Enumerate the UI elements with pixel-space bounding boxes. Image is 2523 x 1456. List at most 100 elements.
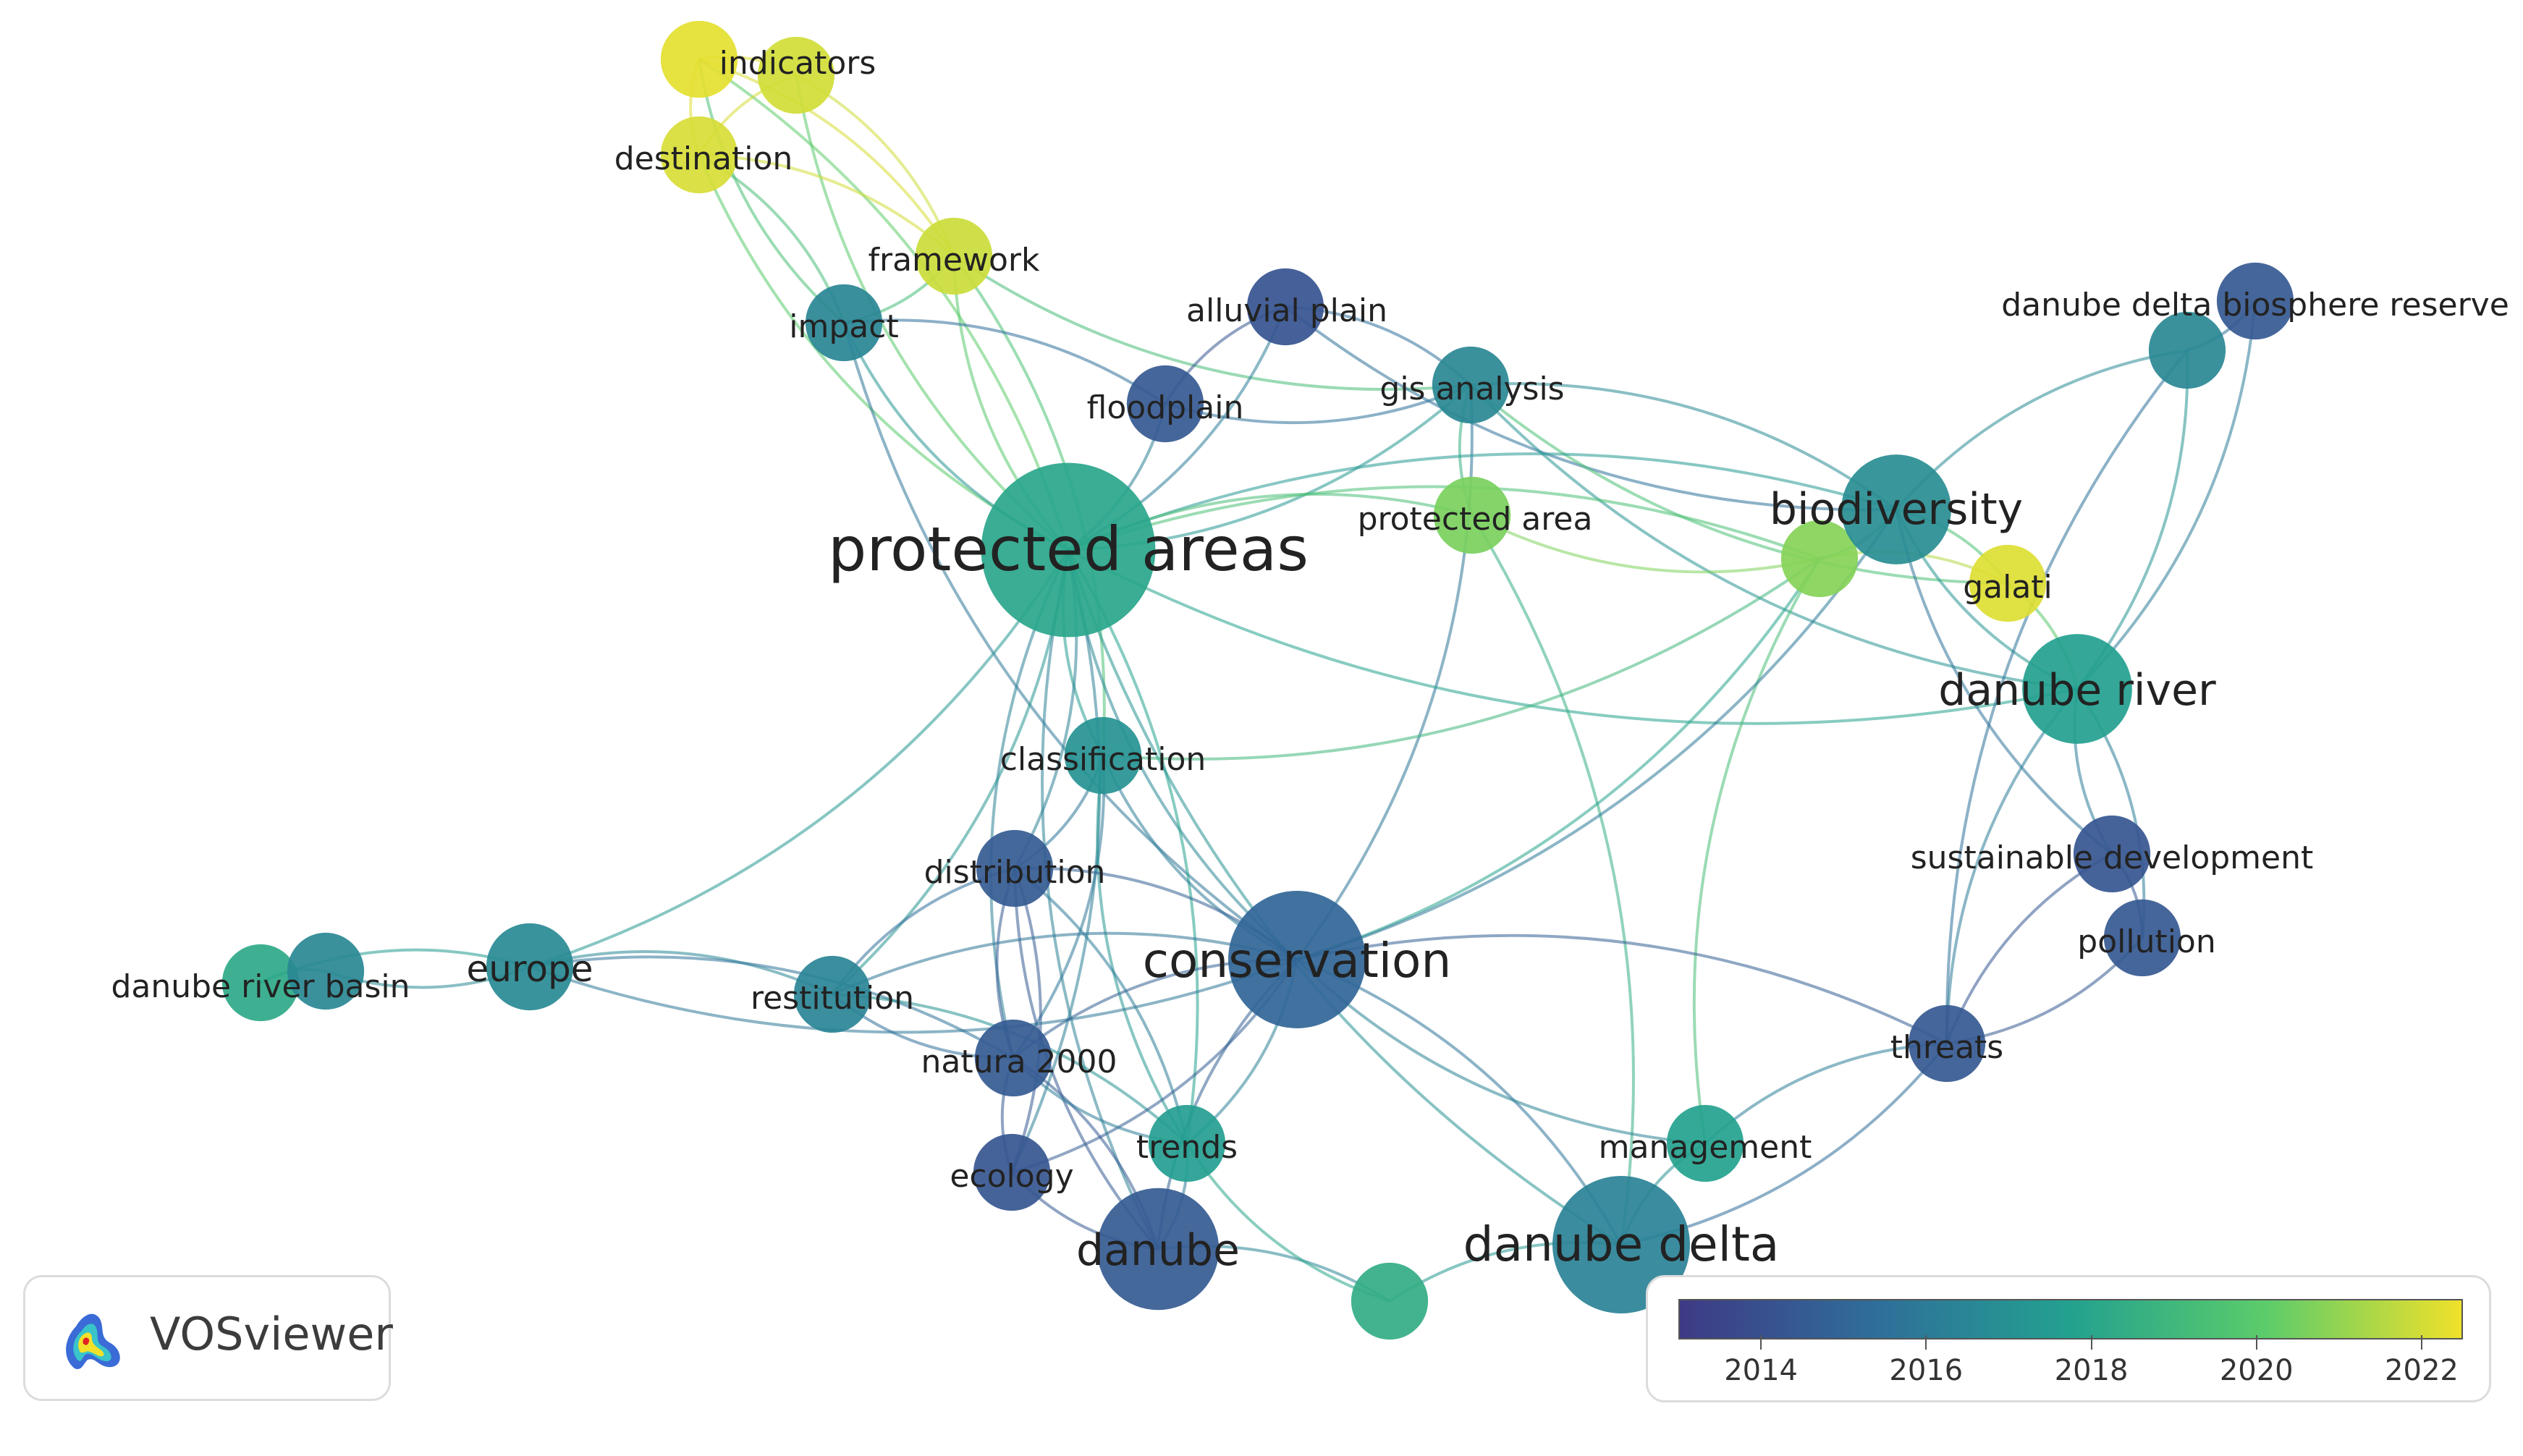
node-floodplain[interactable]	[1126, 365, 1204, 443]
edge-distribution-ecology	[1010, 868, 1042, 1173]
label-destination: destination	[614, 140, 793, 177]
node-danube[interactable]	[1096, 1188, 1220, 1311]
node-conservation[interactable]	[1228, 891, 1366, 1028]
node-alluvial-plain[interactable]	[1246, 268, 1324, 346]
label-danube-river: danube river	[1938, 665, 2216, 716]
label-natura-2000: natura 2000	[921, 1044, 1117, 1080]
edge-impact-floodplain	[843, 318, 1167, 405]
label-classification: classification	[1000, 741, 1206, 778]
label-europe: europe	[467, 948, 593, 990]
edge-indicators-framework	[698, 58, 955, 258]
node-protected-area[interactable]	[1433, 476, 1511, 554]
label-protected-areas: protected areas	[828, 514, 1309, 585]
edge-gis-analysis-danube-river	[1469, 384, 2078, 690]
node-danube-delta-biosphere-reserve[interactable]	[2216, 262, 2294, 340]
vosviewer-logo-text: VOSviewer	[150, 1308, 393, 1360]
node-destination[interactable]	[660, 116, 738, 194]
node-trends[interactable]	[1148, 1104, 1226, 1182]
vosviewer-logo-icon	[66, 1313, 120, 1369]
edge-framework-gis-analysis	[952, 255, 1471, 391]
edge-indicators-protected-areas	[698, 58, 1070, 551]
label-threats: threats	[1890, 1029, 2003, 1066]
node-danube-river[interactable]	[2022, 634, 2132, 744]
label-protected-area: protected area	[1358, 501, 1593, 538]
legend-tick-label: 2020	[2219, 1354, 2294, 1387]
legend-tick-label: 2016	[1889, 1354, 1964, 1387]
edge-green-node-conservation	[1296, 557, 1821, 961]
edge-protected-areas-europe	[529, 549, 1070, 968]
edge-protected-areas-biodiversity	[1068, 452, 1897, 551]
label-restitution: restitution	[751, 980, 914, 1017]
label-sustainable-development: sustainable development	[1911, 839, 2314, 876]
node-ddbr-teal[interactable]	[2148, 311, 2226, 389]
node-biodiversity[interactable]	[1841, 454, 1951, 564]
node-protected-areas[interactable]	[981, 462, 1156, 638]
node-pollution[interactable]	[2103, 899, 2181, 977]
label-danube: danube	[1076, 1225, 1240, 1276]
edge-green-node-classification	[1102, 557, 1821, 761]
node-drb-teal[interactable]	[287, 932, 365, 1010]
label-danube-river-basin: danube river basin	[111, 968, 410, 1005]
legend-tick-label: 2014	[1724, 1354, 1798, 1387]
node-restitution[interactable]	[793, 955, 871, 1033]
label-impact: impact	[789, 308, 898, 345]
edge-biodiversity-sustainable-development	[1895, 509, 2113, 855]
node-framework[interactable]	[915, 217, 993, 295]
label-pollution: pollution	[2077, 923, 2215, 960]
legend-tick-mark	[2090, 1335, 2092, 1350]
legend-tick-mark	[1925, 1335, 1927, 1350]
node-natura-2000[interactable]	[974, 1019, 1052, 1097]
node-ecology[interactable]	[973, 1133, 1051, 1211]
node-distribution[interactable]	[976, 829, 1054, 907]
label-distribution: distribution	[924, 854, 1106, 891]
node-sustainable-development[interactable]	[2073, 815, 2151, 893]
node-threats[interactable]	[1908, 1004, 1986, 1083]
legend-tick-mark	[1760, 1335, 1762, 1350]
label-galati: galati	[1963, 569, 2053, 606]
label-layer: indicators destination framework impact allu…	[111, 45, 2509, 1276]
label-indicators: indicators	[719, 45, 876, 82]
label-biodiversity: biodiversity	[1770, 484, 2023, 535]
edge-floodplain-gis-analysis	[1165, 384, 1471, 425]
legend-tick-label: 2022	[2385, 1354, 2459, 1387]
label-conservation: conservation	[1143, 933, 1452, 989]
legend-tick-mark	[2420, 1335, 2422, 1350]
node-green-node[interactable]	[1780, 520, 1859, 598]
node-gis-analysis[interactable]	[1432, 346, 1510, 424]
edge-impact-conservation	[842, 322, 1298, 961]
node-impact[interactable]	[805, 284, 883, 362]
edge-biodiversity-conservation	[1296, 508, 1898, 961]
node-classification[interactable]	[1064, 716, 1142, 795]
node-green-bottom[interactable]	[1351, 1262, 1429, 1340]
edge-protected-areas-green-node	[1068, 485, 1820, 560]
label-danube-delta: danube delta	[1463, 1216, 1780, 1272]
color-scale-bar	[1678, 1299, 2463, 1339]
legend-tick-mark	[2255, 1335, 2257, 1350]
node-danube-river-basin[interactable]	[221, 944, 300, 1022]
node-layer	[221, 20, 2294, 1340]
edge-threats-conservation	[1296, 934, 1948, 1045]
edge-green-node-management	[1692, 557, 1821, 1144]
edge-ddbr-teal-threats	[1945, 349, 2189, 1044]
node-indicators[interactable]	[660, 20, 738, 98]
label-alluvial-plain: alluvial plain	[1186, 292, 1387, 329]
label-danube-delta-biosphere-reserve: danube delta biosphere reserve	[2001, 287, 2509, 323]
node-indicators2[interactable]	[757, 36, 835, 114]
label-framework: framework	[869, 242, 1040, 279]
edge-protected-area-green-node	[1471, 514, 1820, 574]
label-trends: trends	[1136, 1129, 1238, 1166]
edge-classification-trends	[1096, 755, 1188, 1145]
edge-protected-area-danube-delta	[1471, 514, 1635, 1245]
node-management[interactable]	[1666, 1104, 1744, 1182]
node-galati[interactable]	[1969, 544, 2047, 622]
node-europe[interactable]	[486, 923, 574, 1011]
edge-restitution-conservation	[832, 931, 1298, 996]
vosviewer-logo: VOSviewer	[23, 1275, 393, 1401]
edge-protected-areas-trends	[1067, 549, 1199, 1144]
label-floodplain: floodplain	[1087, 389, 1244, 426]
edge-classification-natura-2000	[1012, 755, 1106, 1059]
edge-gis-analysis-galati	[1469, 384, 2008, 585]
